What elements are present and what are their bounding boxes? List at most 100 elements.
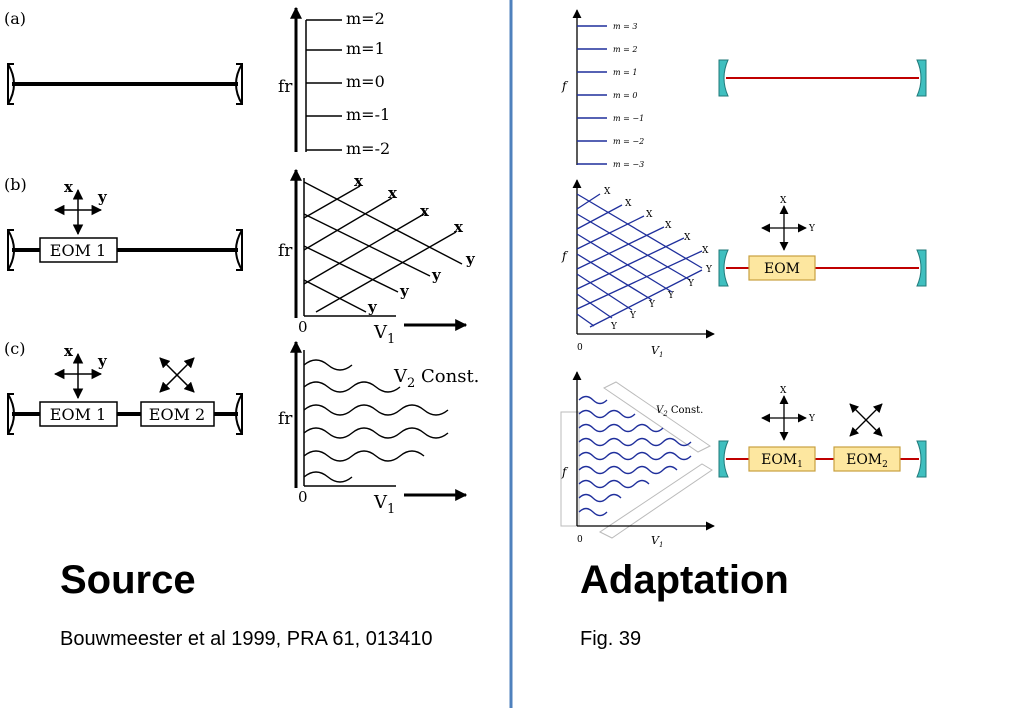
adaptation-heading: Adaptation — [580, 558, 789, 602]
svg-text:X: X — [684, 233, 691, 243]
y-mode-labels: Y Y Y Y Y Y — [610, 265, 713, 332]
freq-axis-label: fr — [278, 241, 293, 261]
x-axis-marker: x — [64, 342, 74, 360]
eom1-box — [39, 401, 118, 427]
highlight-box — [560, 411, 580, 527]
svg-text:Y: Y — [705, 265, 713, 275]
x-axis-marker: X — [780, 386, 787, 396]
svg-text:Y: Y — [667, 291, 675, 301]
origin-label: 0 — [298, 488, 308, 506]
mode-label: m=-2 — [346, 139, 390, 158]
freq-axis-label: fr — [278, 77, 293, 97]
svg-text:X: X — [604, 187, 611, 197]
x-mode-label: x — [454, 218, 464, 236]
y-axis-marker: y — [97, 188, 108, 206]
eom-box — [39, 237, 118, 263]
x-mode-lines — [303, 185, 457, 313]
x-mode-label: x — [388, 184, 398, 202]
svg-text:Y: Y — [648, 300, 656, 310]
freq-axis-label: f — [561, 249, 569, 263]
svg-text:X: X — [646, 210, 653, 220]
y-mode-label: y — [367, 298, 378, 316]
y-mode-label: y — [465, 250, 476, 268]
eom-box — [748, 255, 816, 281]
svg-text:Y: Y — [687, 279, 695, 289]
mode-label: m = −3 — [613, 160, 644, 169]
x-axis-marker: X — [780, 196, 787, 206]
y-mode-lines — [576, 193, 703, 327]
source-citation: Bouwmeester et al 1999, PRA 61, 013410 — [60, 628, 433, 650]
x-mode-label: x — [354, 172, 364, 190]
figure-label: Fig. 39 — [580, 628, 642, 650]
left-mirror-icon — [718, 249, 729, 287]
svg-text:Y: Y — [629, 311, 637, 321]
v1-label: V1 — [651, 344, 663, 359]
eom-label: EOM 1 — [50, 241, 106, 260]
origin-label: 0 — [577, 343, 583, 353]
freq-axis-label: f — [561, 465, 569, 479]
mode-label: m = 3 — [613, 22, 637, 31]
svg-text:X: X — [665, 221, 672, 231]
right-mirror-icon — [916, 59, 927, 97]
adaptation-panel-c: f V2 Const. 0 V1 EOM1 EOM2 X Y — [560, 371, 927, 549]
mode-label: m=0 — [346, 72, 385, 91]
eom2-label: EOM 2 — [149, 405, 205, 424]
x-mode-label: x — [420, 202, 430, 220]
adaptation-panel-a: f m = 3 m = 2 m = 1 m = 0 m = −1 m = −2 … — [561, 9, 927, 169]
mode-ladder — [577, 25, 607, 165]
panel-c-tag: (c) — [4, 339, 25, 358]
right-mirror-icon — [916, 249, 927, 287]
eom-label: EOM — [764, 261, 800, 277]
wavy-mode-lines — [303, 359, 449, 483]
panel-a-tag: (a) — [4, 9, 26, 28]
eom2-box — [140, 401, 215, 427]
v1-label: V1 — [373, 322, 395, 347]
y-mode-label: y — [399, 282, 410, 300]
origin-label: 0 — [298, 318, 308, 336]
mode-label: m = 0 — [613, 91, 637, 100]
eom2-box — [833, 446, 901, 472]
highlight-box — [599, 463, 713, 539]
eom2-label: EOM2 — [846, 452, 888, 470]
left-mirror-icon — [718, 59, 729, 97]
svg-text:Y: Y — [610, 322, 618, 332]
mode-label: m=1 — [346, 39, 385, 58]
y-axis-marker: y — [97, 352, 108, 370]
eom1-box — [748, 446, 816, 472]
svg-text:X: X — [625, 199, 632, 209]
y-mode-lines — [303, 181, 463, 313]
v1-label: V1 — [373, 492, 395, 517]
highlight-box — [603, 381, 711, 453]
v2-const-label: V2 Const. — [393, 366, 479, 391]
wavy-mode-lines — [578, 395, 692, 517]
source-panel-c: (c) EOM 1 EOM 2 x y fr V2 Const. 0 V1 — [4, 339, 479, 517]
diagonal-arrow-icon — [849, 403, 883, 437]
mode-label: m = −2 — [613, 137, 644, 146]
mode-label: m=2 — [346, 9, 385, 28]
eom1-label: EOM 1 — [50, 405, 106, 424]
eom1-label: EOM1 — [761, 452, 803, 470]
source-panel-b: (b) EOM 1 x y fr x x x x y — [4, 168, 476, 347]
svg-text:X: X — [702, 246, 709, 256]
origin-label: 0 — [577, 535, 583, 545]
v2-const-label: V2 Const. — [656, 405, 703, 418]
mode-label: m=-1 — [346, 105, 390, 124]
y-mode-label: y — [431, 266, 442, 284]
diagonal-arrow-icon — [159, 357, 195, 393]
left-mirror-icon — [718, 440, 729, 478]
freq-axis-label: fr — [278, 409, 293, 429]
x-mode-labels: X X X X X X — [604, 187, 709, 256]
source-heading: Source — [60, 558, 196, 602]
mode-label: m = 2 — [613, 45, 637, 54]
v1-label: V1 — [651, 534, 663, 549]
adaptation-panel-b: f X X X X X X Y Y — [561, 179, 927, 359]
mode-label: m = 1 — [613, 68, 637, 77]
panel-b-tag: (b) — [4, 175, 27, 194]
y-axis-marker: Y — [808, 414, 816, 424]
x-axis-marker: x — [64, 178, 74, 196]
right-mirror-icon — [916, 440, 927, 478]
mode-label: m = −1 — [613, 114, 644, 123]
y-axis-marker: Y — [808, 224, 816, 234]
freq-axis-label: f — [561, 79, 569, 93]
